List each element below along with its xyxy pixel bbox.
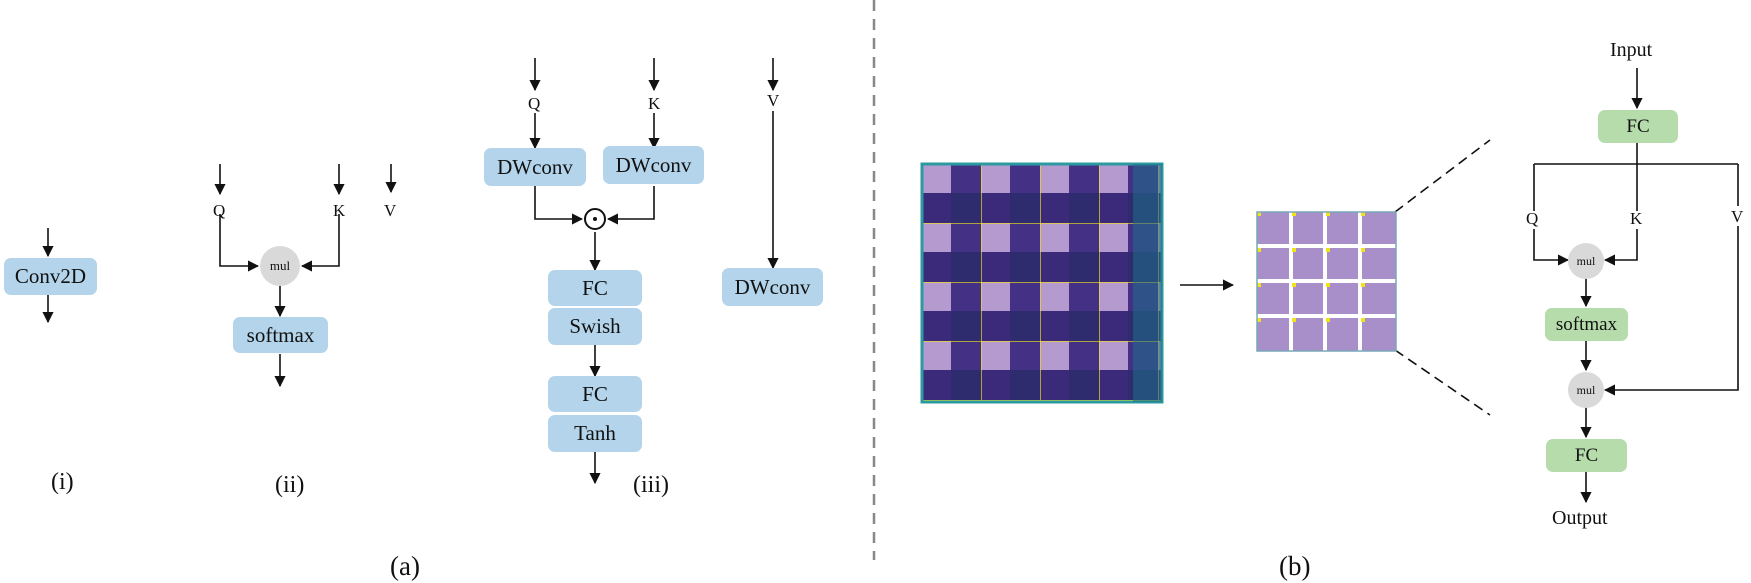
conv2d-block: Conv2D	[4, 258, 97, 295]
softmax-block-ii: softmax	[233, 317, 328, 353]
label-k-iii: K	[648, 94, 661, 113]
fc-input-block: FC	[1598, 110, 1678, 143]
fc1-block: FC	[548, 270, 642, 306]
large-attention-map	[920, 162, 1164, 404]
dwconv-k-block: DWconv	[603, 146, 704, 184]
mul-node-ii: mul	[260, 246, 300, 286]
swish-block: Swish	[548, 308, 642, 345]
caption-iii: (iii)	[633, 472, 669, 498]
small-attention-map	[1256, 211, 1397, 352]
tanh-block: Tanh	[548, 415, 642, 452]
label-q-iii: Q	[528, 94, 541, 113]
input-label: Input	[1610, 39, 1653, 61]
mul-node-b1: mul	[1568, 243, 1604, 279]
label-q-b: Q	[1526, 209, 1539, 228]
label-k-ii: K	[333, 201, 346, 220]
dwconv-v-block: DWconv	[722, 268, 823, 306]
label-q-ii: Q	[213, 201, 226, 220]
caption-i: (i)	[51, 469, 74, 495]
label-v-ii: V	[384, 201, 397, 220]
softmax-block-b: softmax	[1545, 308, 1628, 341]
dwconv-q-block: DWconv	[484, 148, 586, 186]
output-label: Output	[1552, 507, 1608, 529]
caption-b: (b)	[1279, 551, 1311, 581]
label-k-b: K	[1630, 209, 1643, 228]
label-v-iii: V	[767, 91, 780, 110]
hadamard-product-node	[584, 208, 606, 230]
caption-ii: (ii)	[275, 472, 305, 498]
fc-output-block: FC	[1546, 439, 1627, 472]
label-v-b: V	[1731, 207, 1744, 226]
mul-node-b2: mul	[1568, 372, 1604, 408]
fc2-block: FC	[548, 376, 642, 412]
caption-a: (a)	[390, 551, 420, 581]
